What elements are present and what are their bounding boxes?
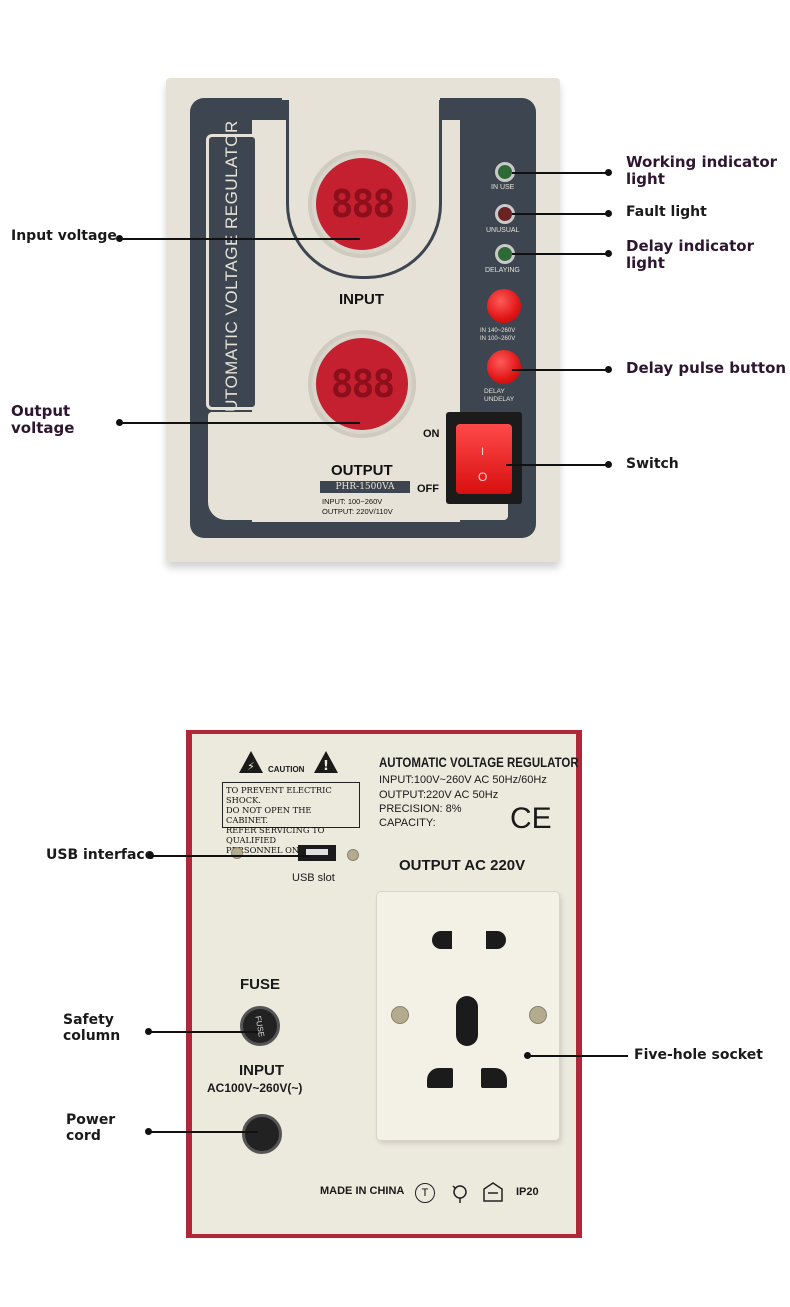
warning-icon: ⚡: [239, 751, 263, 773]
output-display: 888: [308, 330, 416, 438]
callout-safety: Safety column: [63, 1012, 121, 1045]
screw-icon: [347, 849, 359, 861]
callout-dot: [605, 169, 612, 176]
led-delaying-label: DELAYING: [485, 267, 520, 274]
input-label: INPUT: [339, 291, 384, 308]
usb-slot-label: USB slot: [292, 872, 335, 884]
spec-output: OUTPUT: 220V/110V: [322, 507, 393, 516]
switch-off-mark: O: [478, 470, 488, 484]
caution-notice: TO PREVENT ELECTRIC SHOCK. DO NOT OPEN T…: [222, 782, 360, 855]
callout-line: [120, 238, 360, 240]
ip-rating: IP20: [516, 1186, 539, 1198]
callout-line: [512, 369, 608, 371]
input-range: AC100V~260V(~): [207, 1081, 303, 1095]
range-button[interactable]: [487, 289, 521, 323]
output-display-digits: 888: [330, 362, 396, 406]
led-unusual-label: UNUSUAL: [486, 227, 520, 234]
caution-title: CAUTION: [268, 765, 305, 774]
range-b-label: IN 100~260V: [480, 336, 516, 342]
callout-power-cord: Power cord: [66, 1112, 116, 1145]
callout-line: [148, 1031, 258, 1033]
screw-icon: [391, 1006, 409, 1024]
brand-vertical-text: AUTOMATIC VOLTAGE REGULATOR: [222, 120, 241, 424]
callout-line: [506, 464, 608, 466]
callout-switch: Switch: [626, 456, 679, 472]
class-symbol-icon: [483, 1182, 503, 1202]
screw-icon: [529, 1006, 547, 1024]
callout-line: [120, 422, 360, 424]
back-capacity: CAPACITY:: [379, 817, 436, 829]
callout-output-voltage: Output voltage: [11, 402, 75, 438]
callout-input-voltage: Input voltage: [11, 228, 117, 244]
caution-line: TO PREVENT ELECTRIC SHOCK.: [226, 785, 332, 805]
callout-dot: [605, 250, 612, 257]
socket-hole: [486, 931, 506, 949]
range-a-label: IN 140~260V: [480, 328, 516, 334]
input-display-digits: 888: [330, 182, 396, 226]
panel-top-trim: [282, 96, 440, 100]
fuse-label: FUSE: [240, 976, 281, 993]
callout-line: [512, 253, 608, 255]
callout-dot: [116, 235, 123, 242]
callout-line: [150, 855, 310, 857]
power-cord-entry[interactable]: [242, 1114, 282, 1154]
fuse-cap-text: FUSE: [253, 1014, 267, 1038]
brand-strip: AUTOMATIC VOLTAGE REGULATOR: [206, 120, 258, 424]
socket-hole: [427, 1068, 453, 1088]
on-label: ON: [423, 428, 440, 440]
delay-label: DELAY: [484, 388, 505, 395]
t-mark-icon: T: [415, 1183, 435, 1203]
power-switch[interactable]: [456, 424, 512, 494]
callout-working-light: Working indicator light: [626, 153, 778, 189]
callout-dot: [605, 210, 612, 217]
callout-dot: [605, 366, 612, 373]
output-label: OUTPUT: [331, 462, 393, 479]
back-title: AUTOMATIC VOLTAGE REGULATOR: [379, 754, 579, 770]
fuse-holder[interactable]: FUSE: [240, 1006, 280, 1046]
back-precision: PRECISION: 8%: [379, 803, 462, 815]
callout-line: [528, 1055, 628, 1057]
switch-on-mark: I: [481, 446, 485, 458]
input-display: 888: [308, 150, 416, 258]
socket-hole: [481, 1068, 507, 1088]
socket-hole: [456, 996, 478, 1046]
callout-dot: [524, 1052, 531, 1059]
socket-hole: [432, 931, 452, 949]
svg-text:!: !: [323, 759, 329, 774]
callout-delay-light: Delay indicator light: [626, 237, 755, 273]
caution-line: REFER SERVICING TO QUALIFIED: [226, 825, 325, 845]
back-input-spec: INPUT:100V~260V AC 50Hz/60Hz: [379, 774, 547, 786]
callout-usb: USB interface: [46, 847, 155, 863]
callout-socket: Five-hole socket: [634, 1047, 763, 1063]
warning-icon: !: [314, 751, 338, 774]
svg-text:⚡: ⚡: [247, 760, 255, 773]
model-badge: PHR-1500VA: [320, 481, 410, 493]
made-in-china: MADE IN CHINA: [320, 1185, 405, 1197]
callout-line: [512, 213, 608, 215]
delay-pulse-button[interactable]: [487, 350, 521, 384]
callout-delay-button: Delay pulse button: [626, 359, 787, 377]
ce-mark: CE: [510, 802, 552, 835]
caution-line: PERSONNEL ONLY: [226, 845, 310, 855]
usb-port-insert: [306, 849, 328, 855]
screw-icon: [231, 847, 243, 859]
led-in-use-label: IN USE: [491, 184, 515, 191]
off-label: OFF: [417, 483, 439, 495]
input-label-back: INPUT: [239, 1062, 284, 1079]
plug-symbol-icon: [452, 1185, 467, 1203]
callout-dot: [605, 461, 612, 468]
callout-line: [148, 1131, 258, 1133]
output-ac-label: OUTPUT AC 220V: [399, 857, 526, 874]
callout-line: [512, 172, 608, 174]
callout-dot: [116, 419, 123, 426]
spec-input: INPUT: 100~260V: [322, 497, 383, 506]
callout-fault-light: Fault light: [626, 204, 707, 220]
undelay-label: UNDELAY: [484, 396, 515, 403]
caution-line: DO NOT OPEN THE CABINET.: [226, 805, 312, 825]
back-output-spec: OUTPUT:220V AC 50Hz: [379, 789, 499, 801]
